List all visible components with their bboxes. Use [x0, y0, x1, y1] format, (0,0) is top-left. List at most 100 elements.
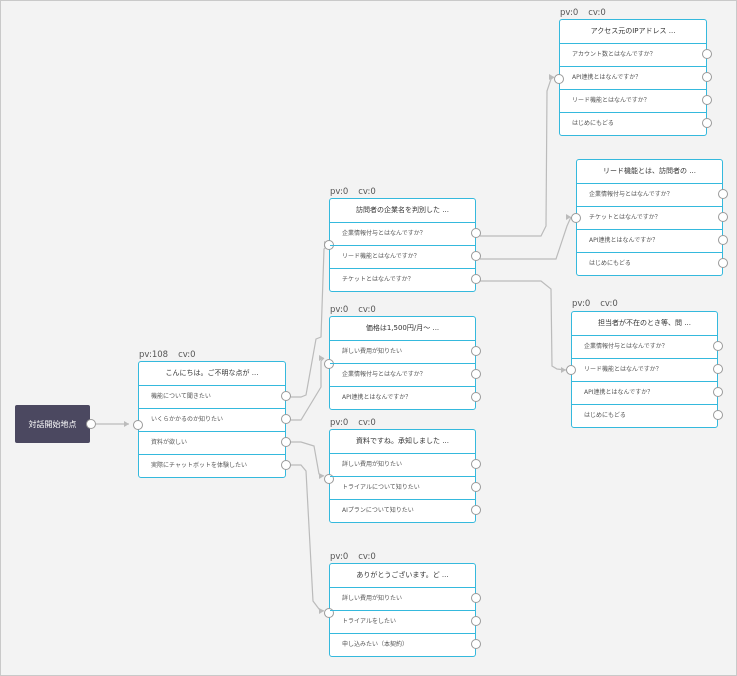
dialog-node[interactable]: 価格は1,500円/月〜 ... 詳しい費用が知りたい 企業情報付与とはなんです… — [324, 316, 481, 410]
option-label: リード機能とはなんですか？ — [584, 366, 662, 373]
output-port[interactable] — [281, 414, 291, 424]
node-option[interactable]: チケットとはなんですか？ — [577, 207, 728, 230]
option-label: 詳しい費用が知りたい — [342, 461, 403, 468]
output-port[interactable] — [713, 410, 723, 420]
node-option[interactable]: いくらかかるのか知りたい — [139, 409, 291, 432]
node-option[interactable]: 企業情報付与とはなんですか？ — [330, 364, 481, 387]
node-option[interactable]: API連携とはなんですか？ — [577, 230, 728, 253]
option-label: API連携とはなんですか？ — [584, 389, 654, 396]
output-port[interactable] — [281, 391, 291, 401]
dialog-node[interactable]: アクセス元のIPアドレス ... アカウント数とはなんですか？ API連携とはな… — [554, 19, 712, 136]
option-label: API連携とはなんですか？ — [342, 394, 412, 401]
node-option[interactable]: はじめにもどる — [560, 113, 712, 135]
output-port[interactable] — [713, 387, 723, 397]
option-label: はじめにもどる — [572, 120, 614, 127]
node-option[interactable]: アカウント数とはなんですか？ — [560, 44, 712, 67]
input-port[interactable] — [554, 74, 564, 84]
option-label: はじめにもどる — [584, 412, 626, 419]
node-title: こんにちは。ご不明な点が ... — [139, 362, 285, 386]
output-port[interactable] — [471, 392, 481, 402]
dialog-node[interactable]: こんにちは。ご不明な点が ... 機能について聞きたい いくらかかるのか知りたい… — [133, 361, 291, 478]
node-option[interactable]: リード機能とはなんですか？ — [330, 246, 481, 269]
node-option[interactable]: 企業情報付与とはなんですか？ — [577, 184, 728, 207]
node-option[interactable]: リード機能とはなんですか？ — [560, 90, 712, 113]
output-port[interactable] — [718, 189, 728, 199]
node-option[interactable]: トライアルをしたい — [330, 611, 481, 634]
input-port[interactable] — [324, 474, 334, 484]
node-option[interactable]: はじめにもどる — [572, 405, 723, 427]
input-port[interactable] — [571, 213, 581, 223]
output-port[interactable] — [471, 482, 481, 492]
node-title: 価格は1,500円/月〜 ... — [330, 317, 475, 341]
output-port[interactable] — [471, 616, 481, 626]
input-port[interactable] — [133, 420, 143, 430]
output-port[interactable] — [471, 369, 481, 379]
input-port[interactable] — [566, 365, 576, 375]
node-option[interactable]: はじめにもどる — [577, 253, 728, 275]
output-port[interactable] — [702, 49, 712, 59]
cv-count: cv:0 — [178, 350, 196, 360]
output-port[interactable] — [281, 460, 291, 470]
option-label: 企業情報付与とはなんですか？ — [342, 230, 426, 237]
output-port[interactable] — [471, 251, 481, 261]
dialog-node[interactable]: 資料ですね。承知しました ... 詳しい費用が知りたい トライアルについて知りた… — [324, 429, 481, 523]
dialog-node[interactable]: 担当者が不在のとき等、問 ... 企業情報付与とはなんですか？ リード機能とはな… — [566, 311, 723, 428]
cv-count: cv:0 — [358, 552, 376, 562]
output-port[interactable] — [713, 364, 723, 374]
connection-line — [291, 441, 325, 477]
option-label: トライアルをしたい — [342, 618, 396, 625]
node-option[interactable]: API連携とはなんですか？ — [560, 67, 712, 90]
cv-count: cv:0 — [588, 8, 606, 18]
option-label: チケットとはなんですか？ — [342, 276, 414, 283]
node-option[interactable]: 詳しい費用が知りたい — [330, 341, 481, 364]
node-option[interactable]: AIプランについて知りたい — [330, 500, 481, 522]
pv-count: pv:108 — [139, 350, 169, 360]
output-port[interactable] — [702, 72, 712, 82]
node-option[interactable]: 詳しい費用が知りたい — [330, 588, 481, 611]
node-option[interactable]: 機能について聞きたい — [139, 386, 291, 409]
node-option[interactable]: トライアルについて知りたい — [330, 477, 481, 500]
connection-line — [291, 243, 330, 398]
output-port[interactable] — [718, 258, 728, 268]
output-port[interactable] — [702, 95, 712, 105]
start-node[interactable]: 対話開始地点 — [15, 405, 90, 443]
node-option[interactable]: 企業情報付与とはなんですか？ — [330, 223, 481, 246]
option-label: チケットとはなんですか？ — [589, 214, 661, 221]
node-option[interactable]: API連携とはなんですか？ — [330, 387, 481, 409]
node-option[interactable]: API連携とはなんですか？ — [572, 382, 723, 405]
output-port[interactable] — [471, 228, 481, 238]
dialog-node[interactable]: リード機能とは、訪問者の ... 企業情報付与とはなんですか？ チケットとはなん… — [571, 159, 728, 276]
pv-count: pv:0 — [330, 305, 349, 315]
node-option[interactable]: 申し込みたい（本契約） — [330, 634, 481, 656]
output-port[interactable] — [713, 341, 723, 351]
output-port[interactable] — [471, 593, 481, 603]
input-port[interactable] — [324, 608, 334, 618]
node-option[interactable]: チケットとはなんですか？ — [330, 269, 481, 291]
input-port[interactable] — [324, 359, 334, 369]
node-option[interactable]: 企業情報付与とはなんですか？ — [572, 336, 723, 359]
output-port[interactable] — [471, 505, 481, 515]
output-port[interactable] — [471, 459, 481, 469]
pv-count: pv:0 — [560, 8, 579, 18]
output-port[interactable] — [471, 639, 481, 649]
connection-line — [291, 357, 325, 421]
dialog-node[interactable]: ありがとうございます。ど ... 詳しい費用が知りたい トライアルをしたい 申し… — [324, 563, 481, 657]
output-port[interactable] — [471, 274, 481, 284]
dialog-node[interactable]: 訪問者の企業名を判別した ... 企業情報付与とはなんですか？ リード機能とはな… — [324, 198, 481, 292]
output-port[interactable] — [718, 212, 728, 222]
output-port[interactable] — [718, 235, 728, 245]
output-port[interactable] — [281, 437, 291, 447]
node-option[interactable]: リード機能とはなんですか？ — [572, 359, 723, 382]
option-label: 資料が欲しい — [151, 439, 188, 446]
node-option[interactable]: 資料が欲しい — [139, 432, 291, 455]
start-output-port[interactable] — [86, 419, 96, 429]
node-option[interactable]: 実際にチャットボットを体験したい — [139, 455, 291, 477]
node-option[interactable]: 詳しい費用が知りたい — [330, 454, 481, 477]
output-port[interactable] — [702, 118, 712, 128]
option-label: API連携とはなんですか？ — [572, 74, 642, 81]
output-port[interactable] — [471, 346, 481, 356]
